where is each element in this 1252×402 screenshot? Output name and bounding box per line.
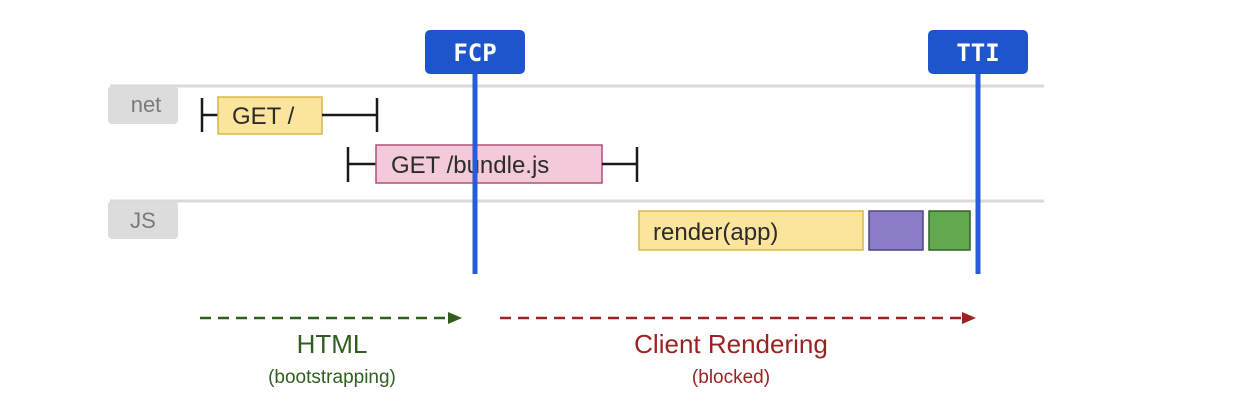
js-task-green	[928, 210, 971, 251]
request-get-bundle-label: GET /bundle.js	[391, 152, 549, 179]
fcp-marker-badge	[425, 30, 525, 74]
client-phase-title: Client Rendering	[634, 329, 828, 359]
html-phase-arrowhead-icon	[448, 312, 462, 324]
render-task-label: render(app)	[653, 219, 778, 246]
request-get-root: GET /	[200, 96, 379, 135]
client-phase-subtitle: (blocked)	[692, 367, 770, 388]
tti-marker-badge	[928, 30, 1028, 74]
client-phase-arrowhead-icon	[962, 312, 976, 324]
request-get-root-bar	[217, 96, 323, 135]
request-get-bundle: GET /bundle.js	[346, 144, 639, 184]
html-phase-subtitle: (bootstrapping)	[268, 367, 396, 388]
net-lane-label-text: net	[131, 92, 162, 117]
request-get-bundle-bar	[375, 144, 603, 184]
js-lane-label: JS	[108, 201, 178, 239]
js-task-purple	[868, 210, 924, 251]
render-task-bar	[638, 210, 864, 251]
tti-marker-label: TTI	[956, 39, 999, 67]
request-get-root-label: GET /	[232, 103, 295, 130]
tti-marker: TTI	[928, 30, 1028, 274]
client-rendering-phase: Client Rendering (blocked)	[500, 312, 976, 388]
js-render-task: render(app)	[638, 210, 864, 251]
html-phase: HTML (bootstrapping)	[200, 312, 462, 388]
js-lane-label-text: JS	[130, 208, 156, 233]
fcp-marker: FCP	[425, 30, 525, 274]
html-phase-title: HTML	[297, 329, 368, 359]
net-lane-label: net	[108, 86, 178, 124]
fcp-marker-label: FCP	[453, 39, 496, 67]
